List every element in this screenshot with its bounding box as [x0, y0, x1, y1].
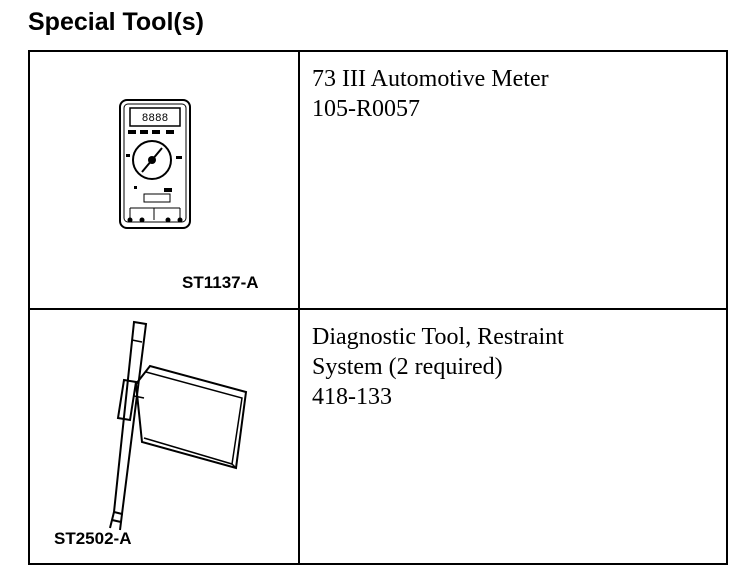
restraint-diagnostic-tool-icon — [109, 320, 248, 531]
figure-code: ST2502-A — [54, 529, 132, 548]
tool-description: Diagnostic Tool, Restraint System (2 req… — [300, 310, 726, 412]
tool-description-cell: Diagnostic Tool, Restraint System (2 req… — [298, 308, 728, 565]
special-tools-table: 8888 ST — [28, 50, 728, 565]
figure-code: ST1137-A — [182, 273, 259, 292]
tool-name-line-2: System (2 required) — [312, 354, 503, 380]
tool-row-meter: 8888 ST — [28, 50, 728, 310]
multimeter-icon: 8888 — [119, 99, 191, 229]
tool-part-number: 105-R0057 — [312, 96, 420, 122]
svg-text:8888: 8888 — [142, 113, 168, 125]
tool-name-line-1: Diagnostic Tool, Restraint — [312, 324, 564, 350]
tool-description-cell: 73 III Automotive Meter 105-R0057 — [298, 50, 728, 310]
tool-part-number: 418-133 — [312, 384, 392, 410]
tool-image-cell: 8888 ST — [28, 50, 300, 310]
tool-description: 73 III Automotive Meter 105-R0057 — [300, 52, 726, 124]
tool-image-cell: ST2502-A — [28, 308, 300, 565]
tool-row-restraint: ST2502-A Diagnostic Tool, Restraint Syst… — [28, 308, 728, 565]
page-title: Special Tool(s) — [28, 8, 204, 36]
tool-name: 73 III Automotive Meter — [312, 66, 549, 92]
